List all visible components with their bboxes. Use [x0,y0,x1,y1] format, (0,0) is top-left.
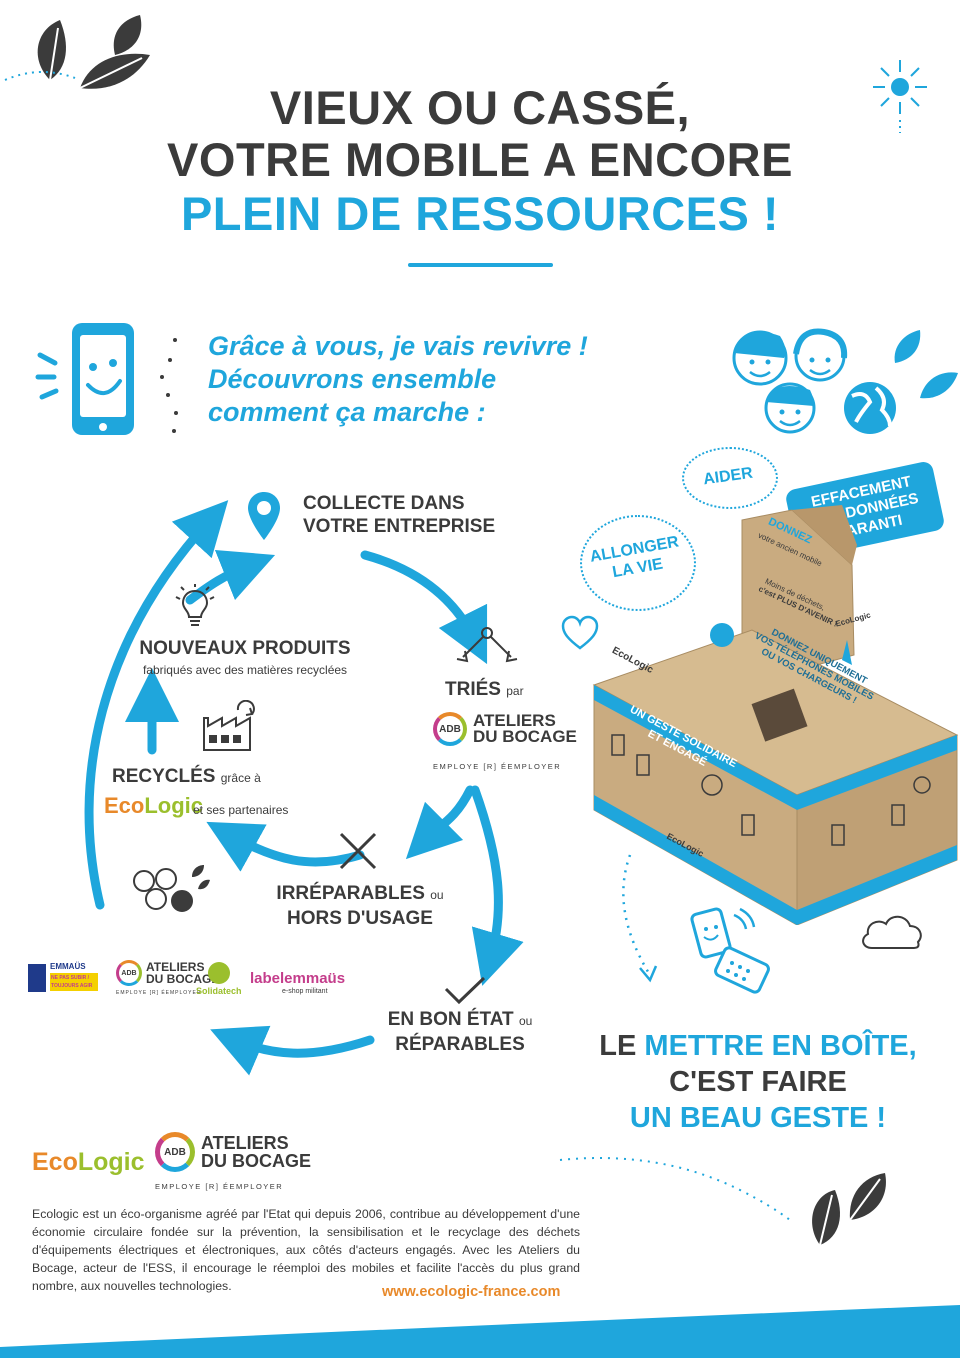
step-tries: TRIÉS par [445,678,524,703]
ecologic-word-logic: Logic [144,793,204,818]
ecologic-footer-eco: Eco [32,1148,78,1176]
check-icon [444,976,486,1005]
ecologic-word-eco: Eco [104,793,145,818]
headline-line-2: VOTRE MOBILE A ENCORE [167,133,793,186]
step-nouveaux-title: NOUVEAUX PRODUITS [139,638,351,659]
adb-monogram: ADB [433,712,467,746]
headline-line-1: VIEUX OU CASSÉ, [269,81,691,134]
step-tries-suffix: par [506,684,524,698]
dotted-line-decor [4,70,76,81]
sort-split-icon [456,627,518,663]
circular-process-arrows [84,500,524,1076]
step-recycles-title: RECYCLÉS [112,766,216,787]
step-nouveaux-sub: fabriqués avec des matières recyclées [142,663,348,677]
factory-recycle-icon [203,700,255,751]
adb-small-name-2: DU BOCAGE [146,972,220,986]
dotted-arrow-decor [622,854,658,983]
labelemmaus-logo: labelemmaüs [250,970,346,987]
step-bon-etat-suffix: ou [518,1014,533,1028]
step-irreparables-line-2: HORS D'USAGE [287,908,433,929]
people-globe-icon [732,328,958,434]
step-recycles-suffix: grâce à [220,771,261,785]
adb-footer-monogram: ADB [155,1132,195,1172]
bubble-allonger-ring [580,515,696,611]
intro-text: Grâce à vous, je vais revivre ! Découvro… [208,330,588,429]
dotted-curve-decor [559,1157,791,1221]
cta-line-1b: METTRE EN BOÎTE, [644,1030,917,1062]
adb-footer-name-1: ATELIERS [201,1133,289,1153]
solidatech-mark-icon [208,962,230,984]
leaves-bottom-icon [812,1173,886,1246]
step-tries-title: TRIÉS [445,679,501,700]
intro-line-3: comment ça marche : [208,397,486,427]
solidatech-logo: Solidatech [196,986,242,996]
cross-icon [339,832,377,870]
adb-name-2: DU BOCAGE [473,727,577,746]
adb-monogram-small: ADB [116,960,142,986]
emmaus-text: EMMAÜS [50,962,86,971]
heart-icon [561,615,599,650]
footer-description: Ecologic est un éco-organisme agréé par … [32,1207,580,1293]
bottom-wave-decor [0,1305,960,1358]
ecologic-logo-footer: EcoLogic [32,1148,145,1177]
cta-line-2: C'EST FAIRE [669,1066,847,1098]
flip-phone-icon [690,907,770,994]
step-irreparables: IRRÉPARABLES ou HORS D'USAGE [265,882,455,930]
ecologic-logo-inline: EcoLogic [104,793,203,819]
step-bon-etat-line-2: RÉPARABLES [395,1034,525,1055]
step-collecte-line-1: COLLECTE DANS [303,493,465,514]
adb-small-name-1: ATELIERS [146,960,205,974]
emmaus-slogan: NE PAS SUBIR / TOUJOURS AGIR [51,975,93,989]
lightbulb-icon [175,584,215,626]
step-bon-etat: EN BON ÉTAT ou RÉPARABLES [370,1008,550,1056]
cloud-icon [862,915,922,949]
step-irreparables-line-1: IRRÉPARABLES [276,883,425,904]
adb-name-1: ATELIERS [473,711,556,730]
website-link[interactable]: www.ecologic-france.com [382,1284,561,1300]
step-collecte-line-2: VOTRE ENTREPRISE [303,516,496,537]
cta-line-3: UN BEAU GESTE ! [629,1102,887,1134]
step-recycles: RECYCLÉS grâce à [112,765,261,790]
people-small-icon [133,865,210,912]
adb-small-tagline: EMPLOYE [R] ÉEMPLOYER [116,990,202,996]
step-recycles-partners: et ses partenaires [193,803,289,817]
cta-line-1a: LE [599,1030,645,1062]
title-divider [408,263,553,267]
location-pin-icon [248,492,280,540]
leaves-icon [37,15,150,89]
adb-tagline: EMPLOYE [R] ÉEMPLOYER [433,762,562,771]
collection-box-illustration [592,505,959,925]
headline-line-3: PLEIN DE RESSOURCES ! [180,187,780,240]
intro-line-1: Grâce à vous, je vais revivre ! [208,331,588,361]
adb-footer-tagline: EMPLOYE [R] ÉEMPLOYER [155,1182,284,1191]
emmaus-logo: EMMAÜS NE PAS SUBIR / TOUJOURS AGIR [28,962,100,998]
intro-line-2: Découvrons ensemble [208,364,497,394]
bubble-aider-ring [682,447,778,509]
adb-footer-name-2: DU BOCAGE [201,1151,312,1171]
cta-text: LE METTRE EN BOÎTE, C'EST FAIRE UN BEAU … [568,1028,948,1136]
sun-icon [873,60,927,133]
smiling-phone-icon [35,323,178,435]
step-bon-etat-line-1: EN BON ÉTAT [387,1009,514,1030]
step-collecte: COLLECTE DANS VOTRE ENTREPRISE [303,492,495,538]
ecologic-footer-logic: Logic [77,1148,145,1176]
step-irreparables-suffix: ou [430,888,444,902]
labelemmaus-sub: e-shop militant [282,988,328,995]
